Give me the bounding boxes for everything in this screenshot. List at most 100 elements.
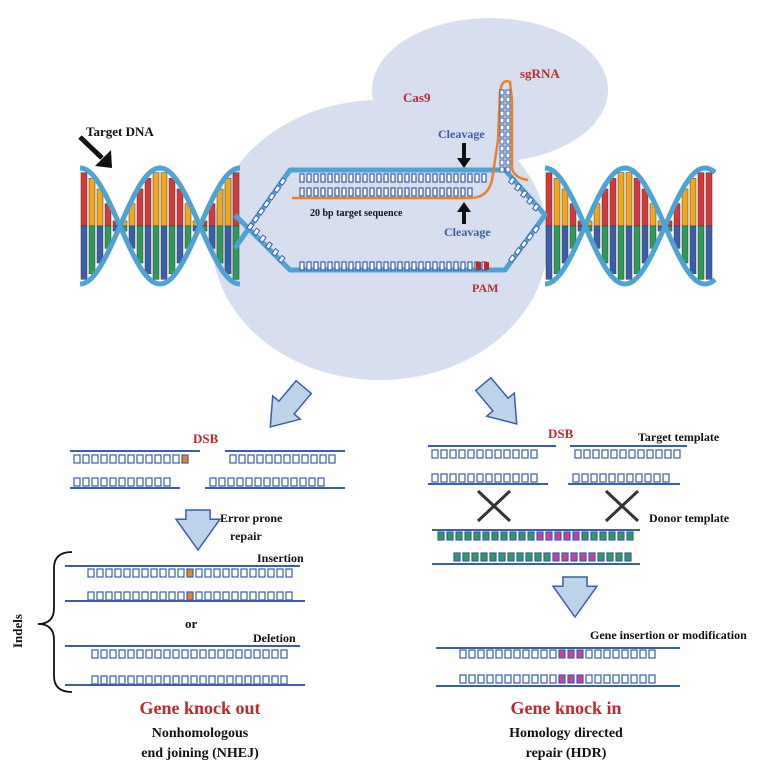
rna-base xyxy=(505,96,511,103)
base xyxy=(531,225,541,234)
rna-base xyxy=(499,131,505,138)
base xyxy=(273,184,282,194)
base xyxy=(579,552,587,562)
base xyxy=(504,649,512,659)
base xyxy=(123,591,131,601)
base xyxy=(397,173,403,183)
base xyxy=(519,189,529,199)
base xyxy=(218,477,226,487)
base xyxy=(229,454,237,464)
base xyxy=(276,568,284,578)
rna-base xyxy=(505,103,511,110)
base xyxy=(481,173,487,183)
base xyxy=(439,173,445,183)
base xyxy=(355,187,361,197)
base xyxy=(256,454,264,464)
base xyxy=(177,591,185,601)
base xyxy=(626,531,634,541)
base xyxy=(313,173,319,183)
base xyxy=(118,675,126,685)
base xyxy=(440,449,448,459)
base xyxy=(597,552,605,562)
base xyxy=(341,261,347,271)
base-pair-top xyxy=(625,172,633,227)
base xyxy=(195,568,203,578)
label-target-sequence: 20 bp target sequence xyxy=(310,208,403,219)
base xyxy=(630,649,638,659)
base xyxy=(521,449,529,459)
base xyxy=(494,473,502,483)
base xyxy=(474,173,480,183)
base xyxy=(458,473,466,483)
base xyxy=(82,477,90,487)
base xyxy=(581,473,589,483)
base xyxy=(247,454,255,464)
base xyxy=(525,196,535,205)
base xyxy=(334,173,340,183)
base xyxy=(204,591,212,601)
base xyxy=(195,591,203,601)
base xyxy=(73,477,81,487)
base xyxy=(617,473,625,483)
base xyxy=(655,449,663,459)
base xyxy=(486,649,494,659)
base-pair-top xyxy=(553,178,561,227)
base xyxy=(646,449,654,459)
base xyxy=(439,187,445,197)
base xyxy=(460,187,466,197)
base xyxy=(199,649,207,659)
base xyxy=(271,649,279,659)
base xyxy=(280,675,288,685)
base xyxy=(549,674,557,684)
base xyxy=(159,591,167,601)
base xyxy=(615,552,623,562)
base xyxy=(244,675,252,685)
base xyxy=(425,173,431,183)
base xyxy=(592,449,600,459)
label-target-template: Target template xyxy=(638,430,720,444)
base xyxy=(369,187,375,197)
arrow-error-prone-repair xyxy=(174,509,222,552)
base xyxy=(319,454,327,464)
base xyxy=(418,261,424,271)
base xyxy=(376,261,382,271)
base xyxy=(277,254,286,264)
base xyxy=(585,674,593,684)
rna-base xyxy=(505,124,511,131)
label-error-prone: Error prone xyxy=(220,511,283,525)
base xyxy=(418,187,424,197)
base xyxy=(507,552,515,562)
base xyxy=(637,449,645,459)
base xyxy=(610,449,618,459)
base-pair-bottom xyxy=(601,225,609,264)
base xyxy=(411,187,417,197)
rna-base xyxy=(505,145,511,152)
base-pair-bottom xyxy=(168,225,176,274)
base xyxy=(246,222,255,231)
base xyxy=(458,449,466,459)
base xyxy=(437,531,445,541)
base xyxy=(87,591,95,601)
base xyxy=(118,477,126,487)
label-insertion: Insertion xyxy=(257,551,304,565)
base xyxy=(495,649,503,659)
base xyxy=(383,173,389,183)
base xyxy=(446,173,452,183)
base xyxy=(390,261,396,271)
base xyxy=(531,203,541,212)
base xyxy=(109,675,117,685)
base xyxy=(576,649,584,659)
base xyxy=(264,241,274,250)
base xyxy=(606,552,614,562)
base xyxy=(105,591,113,601)
label-donor-template: Donor template xyxy=(649,511,730,525)
base xyxy=(204,568,212,578)
base xyxy=(498,552,506,562)
base xyxy=(348,187,354,197)
base xyxy=(317,477,325,487)
rna-base xyxy=(505,138,511,145)
base xyxy=(536,531,544,541)
base xyxy=(653,473,661,483)
base xyxy=(91,454,99,464)
base xyxy=(272,477,280,487)
